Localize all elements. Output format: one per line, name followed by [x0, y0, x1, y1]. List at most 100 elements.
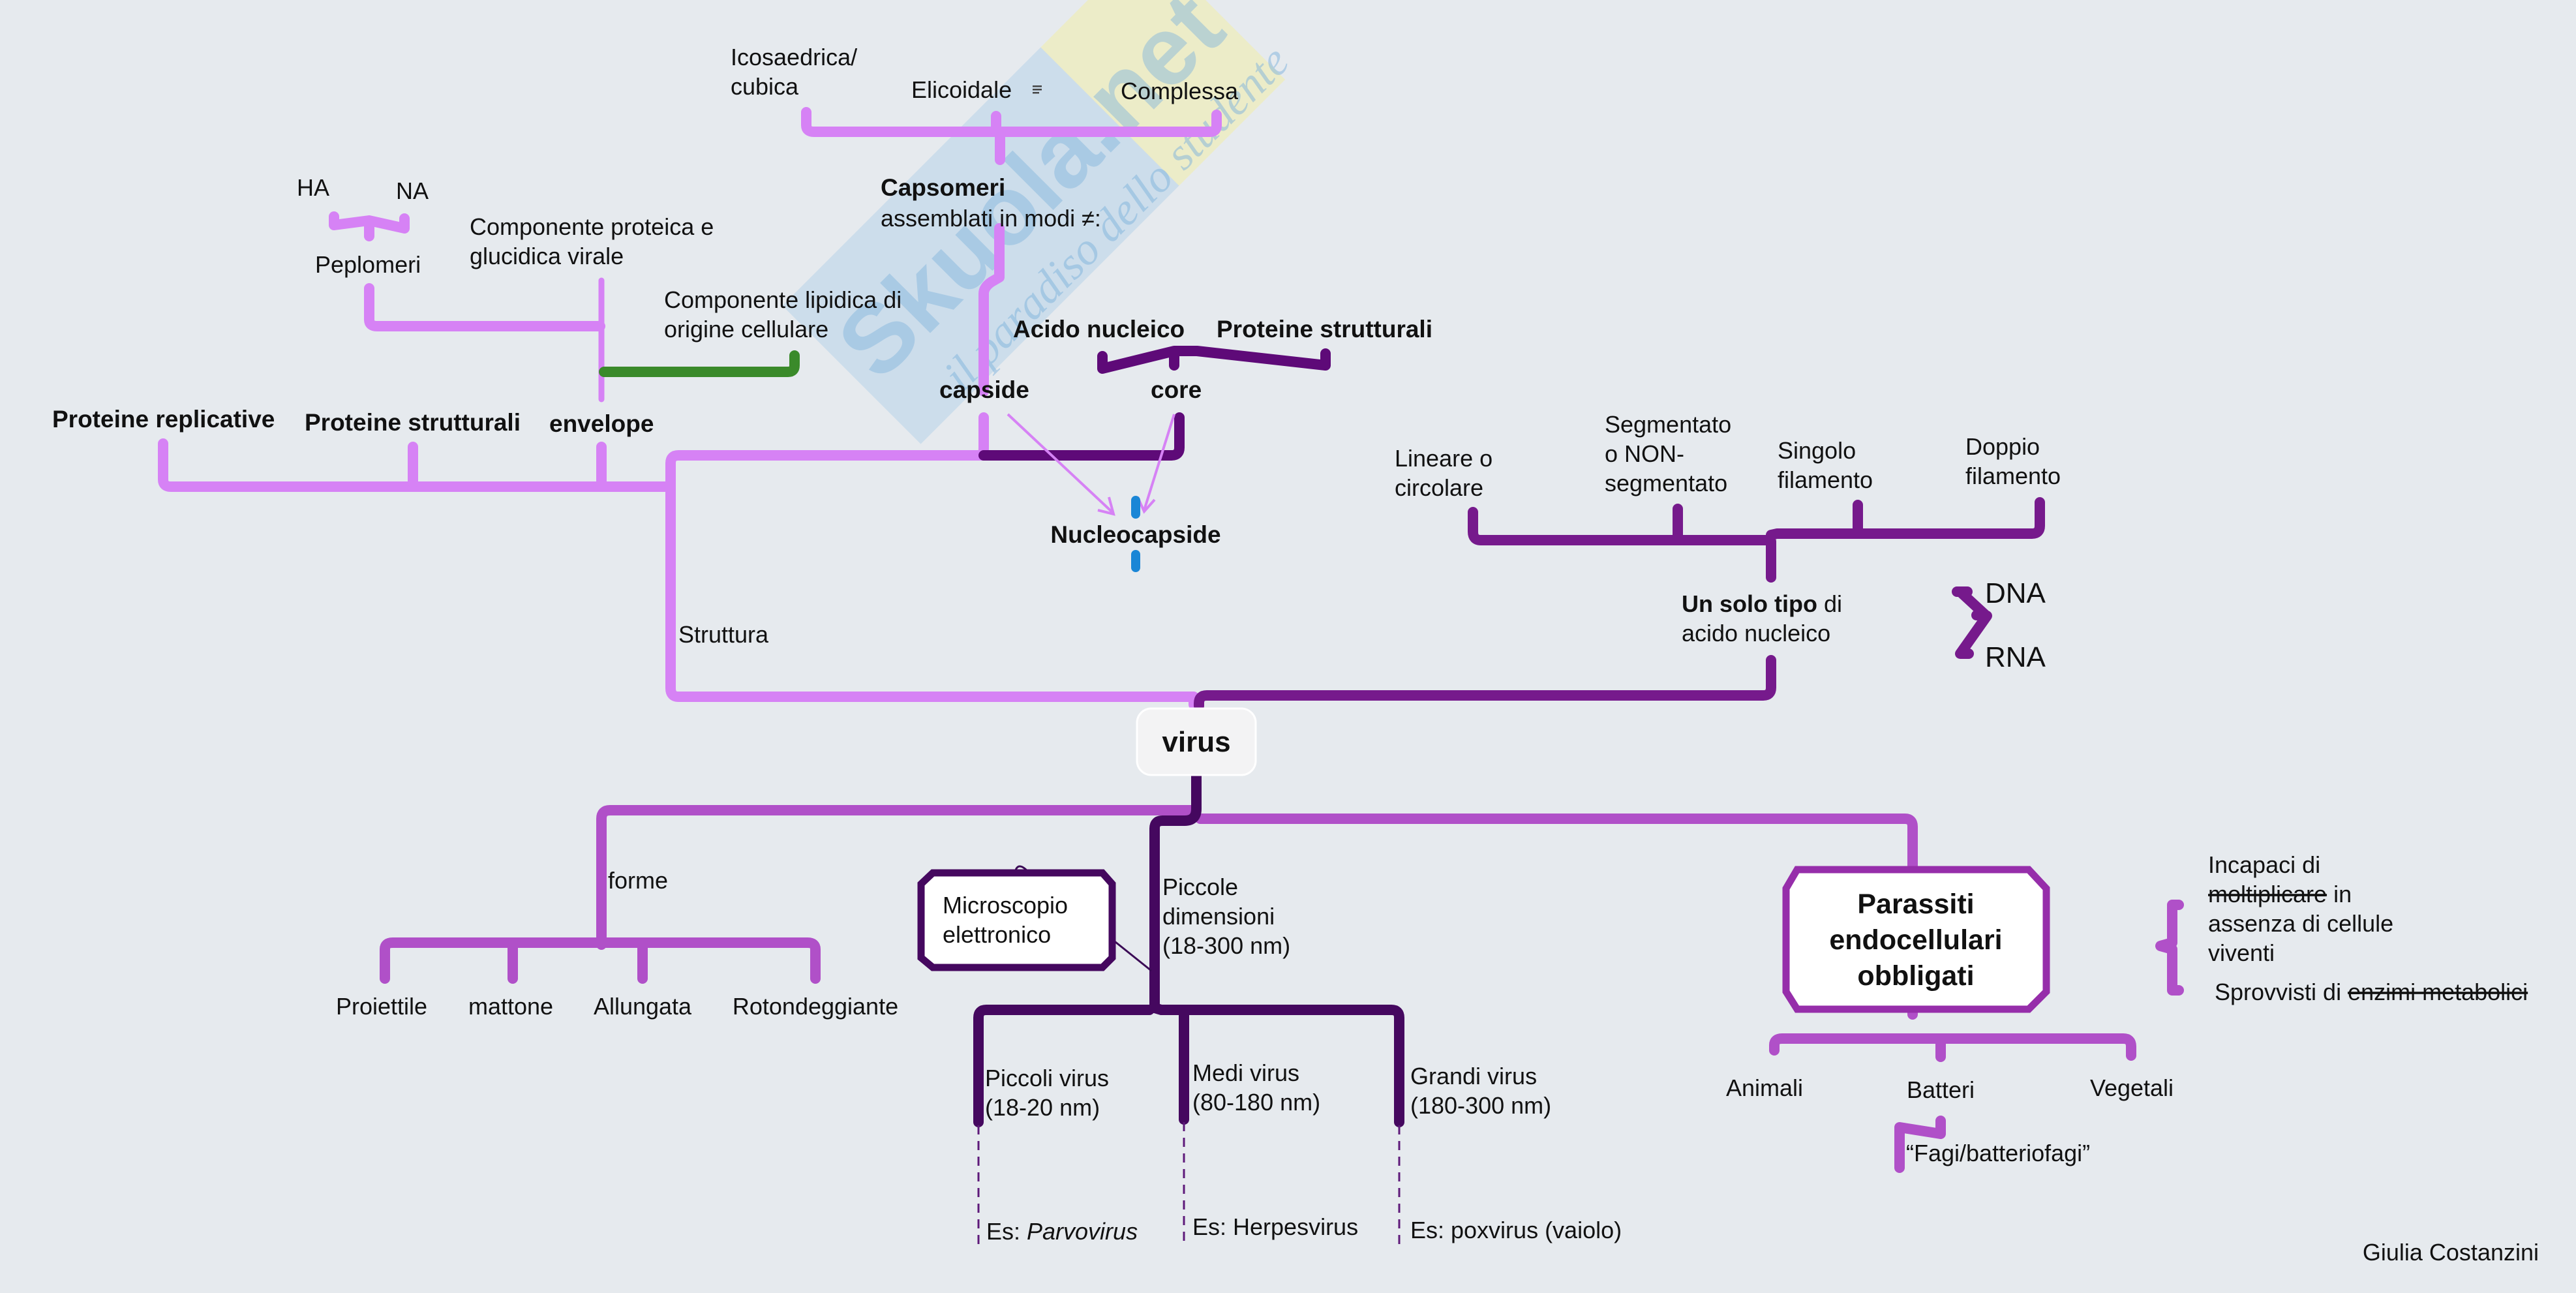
dimensioni-line1[interactable]: Piccole: [1162, 874, 1238, 900]
segmentato-line3[interactable]: segmentato: [1605, 470, 1727, 496]
dna-rna-brace: [1952, 586, 1992, 659]
parassiti-node-box[interactable]: [1782, 866, 2050, 1013]
lineare-line2[interactable]: circolare: [1395, 474, 1483, 501]
forma-item[interactable]: Rotondeggiante: [733, 993, 898, 1020]
capside-arrow: [1007, 413, 1114, 513]
lipid-connector: [599, 350, 800, 377]
size-name[interactable]: Medi virus: [1192, 1059, 1299, 1086]
watermark-blue-shape: [782, 47, 1179, 444]
shape-complessa[interactable]: Complessa: [1121, 78, 1239, 104]
size-bar-right: [1149, 1003, 1404, 1127]
nucleocapside-label[interactable]: Nucleocapside: [1050, 521, 1220, 548]
forma-item[interactable]: Allungata: [594, 993, 692, 1020]
example-name: Herpesvirus: [1233, 1213, 1358, 1240]
parassiti-connector: [1195, 814, 1918, 873]
proteine-replicative-label[interactable]: Proteine replicative: [52, 406, 275, 433]
size-name[interactable]: Grandi virus: [1410, 1063, 1537, 1089]
core-label[interactable]: core: [1151, 376, 1202, 403]
nucleocapside-arrows: [1007, 413, 1175, 572]
host-item[interactable]: Batteri: [1907, 1076, 1975, 1103]
example-prefix: Es:: [986, 1218, 1027, 1245]
size-name[interactable]: Piccoli virus: [985, 1065, 1109, 1091]
nucleic-acid-line1[interactable]: Un solo tipo di: [1682, 590, 1842, 617]
core-proteine-strutturali-label[interactable]: Proteine strutturali: [1217, 316, 1432, 342]
microscopio-callout-box[interactable]: [917, 869, 1116, 971]
forma-item[interactable]: mattone: [468, 993, 553, 1020]
size-connector: [1149, 768, 1202, 1013]
sprovvisti-note[interactable]: Sprovvisti di enzimi metabolici: [2215, 979, 2528, 1005]
nucleic-acid-branch-lines: [1194, 497, 2045, 711]
dna-label[interactable]: DNA: [1985, 577, 2046, 609]
size-bar-left: [973, 1005, 1155, 1127]
sprovvisti-prefix: Sprovvisti di: [2215, 979, 2348, 1005]
structure-children-bar: [158, 438, 676, 492]
notes-brace: [2155, 900, 2184, 996]
callout-connector: [1112, 938, 1152, 972]
nucleic-acid-line2[interactable]: acido nucleico: [1682, 620, 1830, 646]
host-item[interactable]: Animali: [1726, 1074, 1803, 1101]
componente-proteica-line2[interactable]: glucidica virale: [470, 243, 624, 269]
segmentato-line2[interactable]: o NON-: [1605, 440, 1684, 467]
forma-item[interactable]: Proiettile: [336, 993, 427, 1020]
size-example[interactable]: Es: Herpesvirus: [1192, 1213, 1358, 1240]
callout-line1: Microscopio: [943, 892, 1068, 919]
na-label[interactable]: NA: [396, 177, 429, 204]
nucleic-acid-bold: Un solo tipo: [1682, 590, 1817, 617]
doppio-line1[interactable]: Doppio: [1965, 433, 2040, 460]
shape-icosa-line2[interactable]: cubica: [731, 73, 799, 100]
componente-proteica-line1[interactable]: Componente proteica e: [470, 213, 714, 240]
singolo-line1[interactable]: Singolo: [1778, 437, 1856, 464]
core-connector: [978, 412, 1185, 461]
host-item[interactable]: Vegetali: [2090, 1074, 2174, 1101]
batteri-note-connector: [1894, 1116, 1946, 1173]
size-range: (18-20 nm): [985, 1094, 1100, 1121]
incapaci-line1[interactable]: Incapaci di: [2208, 851, 2320, 878]
lineare-line1[interactable]: Lineare o: [1395, 445, 1493, 472]
root-node-box[interactable]: [1136, 707, 1257, 776]
componente-lipidica-line2[interactable]: origine cellulare: [664, 316, 828, 342]
capside-label[interactable]: capside: [939, 376, 1029, 403]
struttura-label[interactable]: Struttura: [678, 621, 769, 648]
peplomeri-connector: [364, 283, 605, 331]
properties-bar-right: [1766, 497, 2045, 540]
parassiti-line2: endocellulari: [1829, 924, 2002, 956]
incapaci-line2[interactable]: moltiplicare in: [2208, 881, 2352, 907]
callout-line2: elettronico: [943, 921, 1051, 948]
watermark-yellow-shape: [1040, 0, 1286, 186]
componente-lipidica-line1[interactable]: Componente lipidica di: [664, 286, 902, 313]
example-name: Parvovirus: [1027, 1218, 1138, 1245]
shapes-bracket: [801, 107, 1222, 137]
batteri-note[interactable]: “Fagi/batteriofagi”: [1906, 1140, 2090, 1166]
shape-icosa-line1[interactable]: Icosaedrica/: [731, 44, 857, 70]
peplomeri-label[interactable]: Peplomeri: [315, 251, 421, 278]
envelope-label[interactable]: envelope: [549, 410, 654, 437]
rna-label[interactable]: RNA: [1985, 641, 2046, 673]
doppio-line2[interactable]: filamento: [1965, 463, 2061, 489]
shape-elicoidale[interactable]: Elicoidale: [911, 76, 1012, 103]
example-prefix: Es:: [1410, 1217, 1451, 1243]
capsomeri-description[interactable]: assemblati in modi ≠:: [881, 205, 1101, 232]
parassiti-line3: obbligati: [1857, 960, 1974, 992]
example-name: poxvirus (vaiolo): [1451, 1217, 1622, 1243]
proteine-strutturali-label[interactable]: Proteine strutturali: [305, 409, 521, 436]
segmentato-line1[interactable]: Segmentato: [1605, 411, 1731, 438]
incapaci-after: in: [2327, 881, 2352, 907]
capsomeri-label[interactable]: Capsomeri: [881, 174, 1005, 201]
capside-arrowhead: [1097, 496, 1115, 516]
hosts-bar: [1769, 1033, 2136, 1061]
dimensioni-line3[interactable]: (18-300 nm): [1162, 932, 1290, 959]
root-node-label[interactable]: virus: [1162, 726, 1230, 758]
size-example[interactable]: Es: poxvirus (vaiolo): [1410, 1217, 1622, 1243]
size-example[interactable]: Es: Parvovirus: [986, 1218, 1138, 1245]
ha-label[interactable]: HA: [297, 174, 329, 201]
note-icon[interactable]: [1033, 85, 1042, 94]
incapaci-line4[interactable]: viventi: [2208, 939, 2275, 966]
acido-nucleico-label[interactable]: Acido nucleico: [1013, 316, 1185, 342]
dimensioni-line2[interactable]: dimensioni: [1162, 903, 1275, 930]
core-branch-lines: [978, 346, 1331, 461]
singolo-line2[interactable]: filamento: [1778, 466, 1873, 493]
forme-label[interactable]: forme: [608, 867, 668, 894]
core-arrow: [1143, 414, 1175, 511]
incapaci-line3[interactable]: assenza di cellule: [2208, 910, 2393, 937]
